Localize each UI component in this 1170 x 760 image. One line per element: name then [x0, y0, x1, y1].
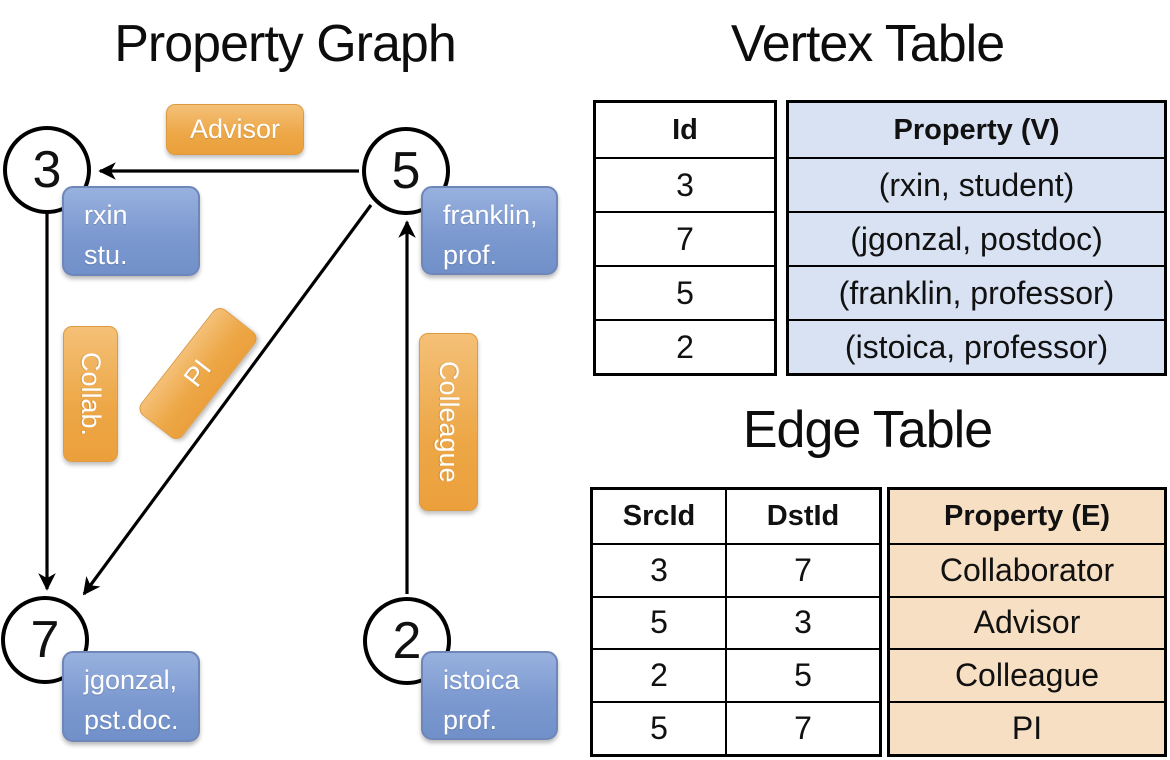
- edge-table-header-dstid: DstId: [725, 490, 879, 543]
- edge-table-header-srcid: SrcId: [622, 499, 696, 532]
- edge-label-text: Colleague: [434, 361, 464, 483]
- property-line: pst.doc.: [84, 705, 179, 735]
- vertex-id-cell: 7: [596, 211, 774, 265]
- vertex-property-box-3: rxin stu.: [62, 186, 200, 276]
- property-line: jgonzal,: [84, 665, 178, 695]
- property-line: rxin: [84, 200, 128, 230]
- property-line: istoica: [443, 665, 520, 695]
- edge-src-cell: 3: [593, 542, 725, 596]
- property-line: prof.: [443, 705, 498, 735]
- property-line: franklin,: [443, 200, 538, 230]
- property-line: prof.: [443, 240, 498, 270]
- vertex-id-cell: 2: [596, 319, 774, 373]
- node-id-label: 2: [392, 612, 422, 670]
- edge-dst-cell: 5: [725, 648, 879, 702]
- edge-src-cell: 5: [593, 595, 725, 649]
- edge-property-cell: Colleague: [890, 648, 1164, 702]
- vertex-property-cell: (franklin, professor): [789, 265, 1164, 319]
- node-id-label: 5: [391, 142, 421, 200]
- graph-edges-layer: [38, 162, 416, 596]
- edge-src-cell: 5: [593, 701, 725, 754]
- edge-table-property-column: Property (E) Collaborator Advisor Collea…: [887, 487, 1167, 757]
- edge-arrow-pi-5-to-7: [82, 204, 373, 596]
- vertex-table-id-column: Id 3 7 5 2: [593, 100, 777, 376]
- graph-node-2: 2: [363, 597, 451, 685]
- edge-label-colleague: Colleague: [419, 333, 478, 511]
- property-line: stu.: [84, 240, 128, 270]
- edge-dst-cell: 7: [725, 542, 879, 596]
- edge-label-text: PI: [177, 353, 218, 393]
- vertex-table-header-id: Id: [672, 113, 698, 146]
- edge-label-text: Collab.: [76, 351, 106, 437]
- vertex-table-title: Vertex Table: [730, 15, 1005, 73]
- vertex-table-property-column: Property (V) (rxin, student) (jgonzal, p…: [786, 100, 1167, 376]
- graph-node-5: 5: [362, 127, 450, 215]
- edge-property-cell: Collaborator: [890, 542, 1164, 596]
- edge-label-collab: Collab.: [63, 326, 118, 462]
- property-graph-title: Property Graph: [114, 15, 457, 73]
- edge-property-cell: Advisor: [890, 595, 1164, 649]
- edge-src-cell: 2: [593, 648, 725, 701]
- vertex-property-box-7: jgonzal, pst.doc.: [62, 651, 200, 742]
- vertex-property-cell: (jgonzal, postdoc): [789, 211, 1164, 265]
- edge-label-text: Advisor: [189, 114, 281, 144]
- vertex-property-cell: (istoica, professor): [789, 319, 1164, 373]
- vertex-id-cell: 3: [596, 157, 774, 211]
- node-id-label: 3: [32, 141, 62, 199]
- vertex-property-box-5: franklin, prof.: [421, 186, 558, 275]
- edge-table-header-property: Property (E): [890, 490, 1164, 543]
- vertex-property-box-2: istoica prof.: [421, 651, 558, 740]
- edge-table-title: Edge Table: [742, 401, 993, 459]
- edge-property-cell: PI: [890, 701, 1164, 754]
- edge-dst-cell: 7: [725, 701, 879, 754]
- vertex-table-header-property: Property (V): [789, 103, 1164, 157]
- edge-dst-cell: 3: [725, 595, 879, 649]
- vertex-id-cell: 5: [596, 265, 774, 319]
- edge-table-id-columns: SrcId DstId 3 7 5 3 2 5 5 7: [590, 487, 882, 757]
- vertex-property-cell: (rxin, student): [789, 157, 1164, 211]
- node-id-label: 7: [30, 611, 60, 669]
- edge-label-advisor: Advisor: [166, 104, 304, 155]
